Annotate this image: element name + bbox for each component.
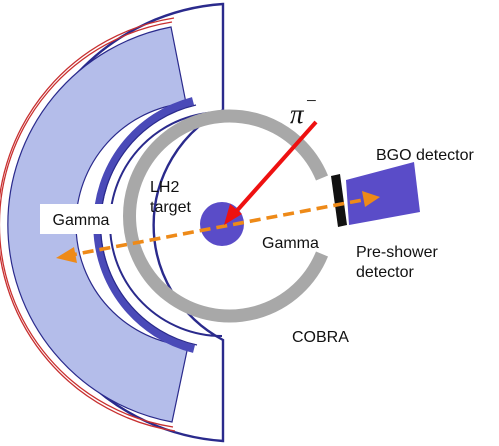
pre-shower-detector-label: detector	[356, 264, 414, 281]
bgo-detector-label: BGO detector	[376, 147, 474, 164]
gamma-label-box	[40, 204, 122, 234]
target-label: target	[150, 199, 191, 216]
bgo-detector	[346, 162, 420, 225]
lh2-label: LH2	[150, 179, 179, 196]
gamma-arrowhead-right	[362, 191, 380, 207]
pion-arrowhead	[224, 204, 242, 225]
pre-shower-label: Pre-shower	[356, 244, 438, 261]
calorimeter-wall-line	[0, 17, 176, 432]
gamma-label-left: Gamma	[53, 212, 110, 229]
cobra-magnet-ring	[123, 109, 329, 323]
calorimeter-wall-line	[0, 21, 174, 428]
gamma-label-inner: Gamma	[262, 235, 319, 252]
gamma-ray-path	[65, 197, 369, 258]
pion-label: π	[290, 99, 305, 129]
pre-shower-detector	[331, 174, 347, 227]
calorimeter-active-volume	[7, 26, 189, 423]
cobra-label: COBRA	[292, 329, 349, 346]
pion-beam-path	[232, 120, 318, 216]
gamma-arrowhead-left	[56, 247, 77, 263]
pion-charge-label: −	[306, 91, 317, 112]
